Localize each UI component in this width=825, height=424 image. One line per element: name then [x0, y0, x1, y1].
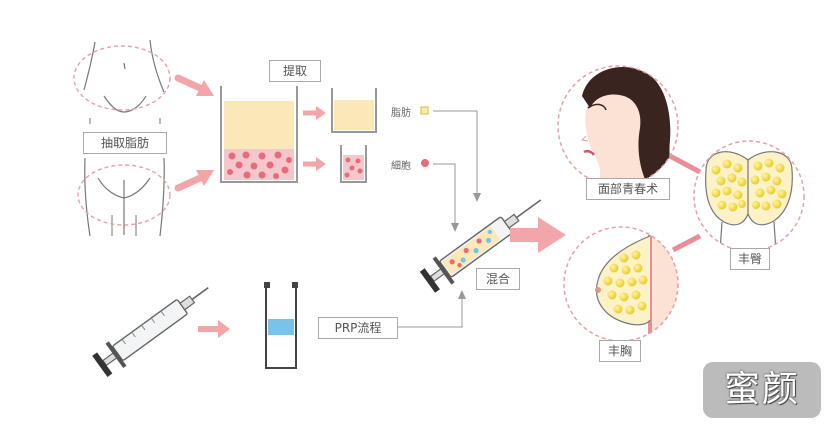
- breast-augmentation-label: 丰胸: [599, 340, 641, 362]
- fat-legend-swatch: [420, 106, 429, 115]
- main-beaker: [220, 86, 298, 183]
- abdomen-figure: [73, 39, 171, 124]
- breast-circle: [563, 226, 679, 342]
- arrow-abdomen-to-beaker: [174, 74, 214, 96]
- arrow-to-fat-beaker: [303, 106, 326, 120]
- prp-tube: [264, 282, 298, 369]
- extract-fat-label: 抽取脂肪: [83, 132, 167, 154]
- mixing-syringe: [419, 199, 542, 293]
- face-circle: [557, 65, 679, 187]
- arrow-thighs-to-beaker: [174, 170, 214, 192]
- fat-beaker: [331, 88, 377, 133]
- prp-process-label: PRP流程: [318, 317, 398, 339]
- cells-legend-label: 細胞: [391, 161, 411, 172]
- thigh-figure: [77, 157, 171, 237]
- dashed-zone-abdomen: [73, 45, 171, 111]
- arrow-to-applications: [510, 217, 566, 253]
- fat-legend-label: 脂肪: [391, 108, 411, 119]
- prp-syringe: [92, 287, 209, 377]
- application-connectors: [666, 152, 702, 253]
- extraction-label: 提取: [269, 60, 321, 82]
- connector-lines: [397, 110, 481, 328]
- arrow-syringe-to-tube: [198, 320, 230, 338]
- arrow-to-cell-beaker: [303, 157, 326, 171]
- cell-beaker: [340, 145, 367, 183]
- cell-legend-dot: [421, 159, 429, 167]
- buttock-circle: [693, 140, 805, 252]
- facial-rejuvenation-label: 面部青春术: [586, 178, 670, 200]
- mix-label: 混合: [476, 268, 520, 290]
- watermark-logo: 蜜颜: [703, 362, 821, 418]
- dashed-zone-thighs: [77, 164, 171, 226]
- buttock-augmentation-label: 丰臀: [730, 248, 770, 270]
